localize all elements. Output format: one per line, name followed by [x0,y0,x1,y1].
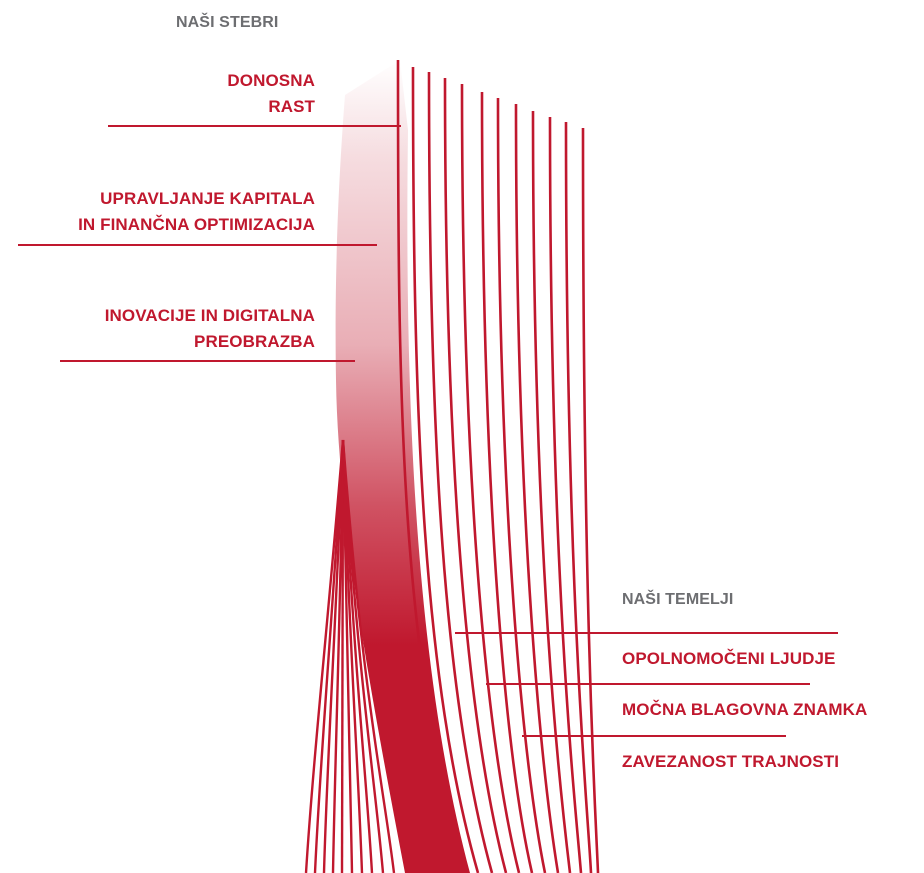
pillar-leader-lines [18,125,401,362]
pillar-label-line: DONOSNA [227,71,315,90]
foundation-curves [396,59,600,873]
gradient-band [335,60,470,873]
foundation-label-brand: MOČNA BLAGOVNA ZNAMKA [622,700,868,719]
pillar-label-innovation: INOVACIJE IN DIGITALNA PREOBRAZBA [105,303,315,355]
pillar-label-line: UPRAVLJANJE KAPITALA [100,189,315,208]
pillar-bars [352,60,404,361]
left-fan-lines [304,439,396,873]
foundation-label-people: OPOLNOMOČENI LJUDJE [622,649,836,668]
pillar-label-line: PREOBRAZBA [194,332,315,351]
pillars-heading: NAŠI STEBRI [176,14,279,31]
pillar-label-growth: DONOSNA RAST [227,68,315,120]
foundation-leader-lines [455,632,838,737]
foundation-label-sustainability: ZAVEZANOST TRAJNOSTI [622,752,840,771]
pillar-label-line: IN FINANČNA OPTIMIZACIJA [78,215,315,234]
foundations-heading: NAŠI TEMELJI [622,591,734,608]
pillar-label-line: INOVACIJE IN DIGITALNA [104,306,315,325]
pillar-label-line: RAST [268,97,315,116]
pillar-label-capital: UPRAVLJANJE KAPITALA IN FINANČNA OPTIMIZ… [78,186,315,238]
